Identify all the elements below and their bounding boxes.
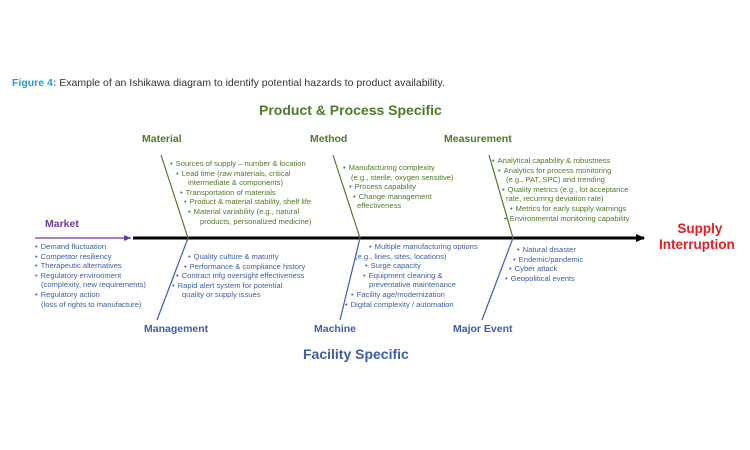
measurement-cause-item: rate, recurring deviation rate): [506, 194, 604, 204]
machine-cause-item: Facility age/modernization: [345, 290, 478, 300]
method-cause-item: Manufacturing complexity: [343, 163, 454, 173]
market-cause-item: Therapeutic alternatives: [35, 261, 146, 271]
market-cause-item: (loss of rights to manufacture): [41, 299, 142, 309]
method-cause-item: Process capability: [343, 182, 454, 192]
machine-cause-item: (e.g., lines, sites, locations): [355, 251, 447, 261]
market-cause-item: Regulatory action: [35, 290, 146, 300]
market-causes: Demand fluctuationCompetitor resiliencyT…: [35, 242, 146, 309]
management-cause-item: Rapid alert system for potential: [172, 281, 305, 291]
machine-causes: Multiple manufacturing options(e.g., lin…: [345, 242, 478, 309]
figure-caption-text: Example of an Ishikawa diagram to identi…: [56, 77, 445, 89]
category-machine-title: Machine: [314, 323, 357, 335]
category-material-title: Material: [142, 133, 182, 145]
major-event-cause-item: Endemic/pandemic: [505, 255, 584, 265]
figure-caption-label: Figure 4:: [12, 77, 57, 89]
major-event-cause-item: Natural disaster: [505, 245, 583, 255]
machine-cause-item: Surge capacity: [345, 261, 478, 271]
machine-cause-item: Equipment cleaning &: [345, 271, 478, 281]
effect-line-2: Interruption: [659, 237, 735, 252]
major-event-cause-item: Geopolitical events: [505, 274, 583, 284]
method-causes: Manufacturing complexity(e.g., sterile, …: [343, 163, 454, 211]
material-cause-item: intermediate & components): [188, 178, 283, 188]
measurement-causes: Analytical capability & robustnessAnalyt…: [492, 156, 630, 223]
effect-line-1: Supply: [677, 221, 723, 236]
management-cause-item: Quality culture & maturity: [172, 252, 305, 262]
heading-product-process: Product & Process Specific: [259, 102, 442, 118]
material-cause-item: Transportation of materials: [170, 188, 311, 198]
material-causes: Sources of supply – number & locationLea…: [170, 159, 312, 226]
category-market-title: Market: [45, 218, 79, 230]
figure-caption: Figure 4: Example of an Ishikawa diagram…: [12, 77, 445, 89]
method-cause-item: (e.g., sterile, oxygen sensitive): [351, 172, 454, 182]
material-cause-item: Lead time (raw materials, critical: [170, 169, 311, 179]
market-cause-item: (complexity, new requirements): [41, 280, 146, 290]
measurement-cause-item: Analytics for process monitoring: [492, 166, 630, 176]
machine-cause-item: Digital complexity / automation: [345, 300, 478, 310]
machine-cause-item: Multiple manufacturing options: [345, 242, 478, 252]
market-cause-item: Competitor resiliency: [35, 252, 146, 262]
material-cause-item: Sources of supply – number & location: [170, 159, 311, 169]
major-event-cause-item: Cyber attack: [505, 264, 583, 274]
market-cause-item: Regulatory environment: [35, 271, 146, 281]
measurement-cause-item: Environmental monitoring capability: [492, 214, 630, 224]
management-cause-item: quality or supply issues: [182, 290, 261, 300]
category-measurement-title: Measurement: [444, 133, 512, 145]
market-cause-item: Demand fluctuation: [35, 242, 146, 252]
material-cause-item: Material variability (e.g., natural: [170, 207, 311, 217]
method-cause-item: Change management: [343, 192, 454, 202]
measurement-cause-item: Analytical capability & robustness: [492, 156, 630, 166]
management-cause-item: Performance & compliance history: [172, 262, 306, 272]
major-event-causes: Natural disasterEndemic/pandemicCyber at…: [505, 245, 584, 284]
category-method-title: Method: [310, 133, 348, 145]
category-major-event-title: Major Event: [453, 323, 513, 335]
material-cause-item: products, personalized medicine): [200, 216, 312, 226]
management-causes: Quality culture & maturityPerformance & …: [172, 252, 306, 300]
measurement-cause-item: Quality metrics (e.g., lot acceptance: [492, 185, 630, 195]
heading-facility: Facility Specific: [303, 346, 409, 362]
effect-label: Supply Interruption: [659, 221, 735, 253]
measurement-cause-item: (e.g., PAT, SPC) and trending: [506, 175, 605, 185]
machine-cause-item: preventative maintenance: [369, 280, 456, 290]
measurement-cause-item: Metrics for early supply warnings: [492, 204, 630, 214]
category-management-title: Management: [144, 323, 209, 335]
method-cause-item: effectiveness: [357, 201, 402, 211]
material-cause-item: Product & material stability, shelf life: [170, 197, 311, 207]
management-cause-item: Contract mfg oversight effectiveness: [172, 271, 305, 281]
